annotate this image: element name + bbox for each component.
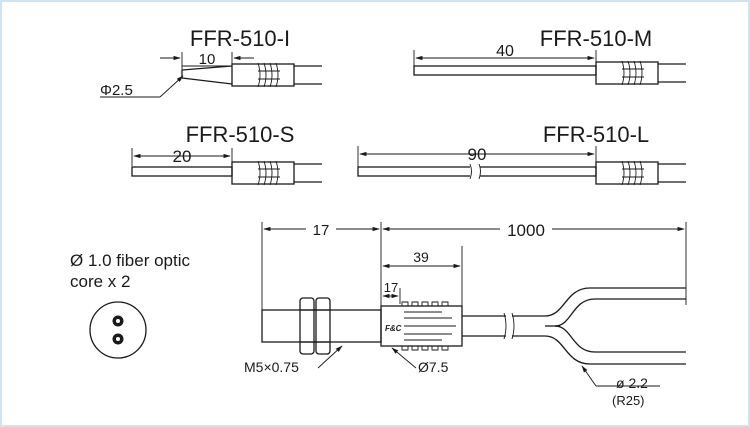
cross-section-line2: core x 2: [70, 272, 130, 291]
head-length-label: 17: [313, 222, 330, 239]
model-i-tip-top: [181, 65, 233, 71]
model-l-break-gap: [470, 164, 480, 179]
bend-radius-label: (R25): [612, 393, 645, 408]
cable-break-mark: [503, 312, 515, 340]
branch-upper-bottom: [554, 298, 686, 327]
thread-leader: [317, 345, 343, 369]
model-l-title: FFR-510-L: [543, 122, 649, 147]
main-drawing: 17 1000 39 17 F&C: [244, 221, 687, 408]
threaded-head: [261, 309, 382, 343]
fiber-core-top-highlight: [116, 319, 120, 323]
model-m-length-label: 40: [496, 43, 514, 60]
model-i-title: FFR-510-I: [190, 26, 290, 51]
model-s-title: FFR-510-S: [186, 122, 295, 147]
model-i-tip-diameter: Φ2.5: [100, 82, 133, 99]
model-i-tip-bottom: [181, 77, 233, 85]
sleeve-diameter-leader: [391, 347, 417, 369]
model-m-body: [595, 61, 659, 85]
model-l-knurl: [621, 160, 644, 186]
cross-section-line1: Ø 1.0 fiber optic: [70, 251, 191, 270]
hex-nuts: [299, 297, 331, 355]
model-i-length-label: 10: [199, 51, 216, 68]
cable-cross-section: [89, 301, 147, 359]
head-length-bg: [306, 221, 336, 237]
model-i-leader: [159, 75, 184, 98]
branch-lower-bottom: [544, 335, 686, 365]
model-i-knurl: [257, 62, 280, 88]
model-l-body: [595, 161, 659, 185]
sleeve-ribs: [401, 301, 456, 351]
fiber-length-label: 1000: [507, 221, 545, 240]
model-l-drawing: FFR-510-L 90: [357, 122, 686, 186]
cross-section: Ø 1.0 fiber optic core x 2: [70, 251, 191, 359]
sleeve-inner-length-label: 17: [384, 280, 398, 295]
cable-diameter-label: ø 2.2: [616, 375, 648, 391]
model-m-drawing: FFR-510-M 40: [413, 26, 686, 86]
thread-label: M5×0.75: [244, 359, 299, 375]
fiber-core-bottom-highlight: [116, 337, 120, 341]
brand-logo: F&C: [385, 324, 402, 333]
model-m-title: FFR-510-M: [540, 26, 652, 51]
model-l-length-label: 90: [468, 145, 487, 164]
sleeve-length-label: 39: [413, 249, 429, 265]
fiber-length-bg: [500, 221, 552, 237]
model-s-knurl: [257, 160, 280, 186]
model-i-drawing: FFR-510-I 10 Φ2.5: [100, 26, 322, 99]
model-m-knurl: [621, 60, 644, 86]
model-s-body: [231, 161, 295, 185]
model-s-tube: [131, 166, 233, 177]
model-m-tube: [413, 65, 597, 76]
model-i-body: [231, 63, 295, 87]
model-l-break-mark: [469, 163, 481, 180]
sleeve-body: [380, 305, 463, 347]
model-s-length-label: 20: [173, 147, 192, 166]
sleeve-diameter-label: Ø7.5: [418, 359, 449, 375]
branch-upper-top: [544, 287, 686, 317]
cable-diameter-leader: [581, 365, 597, 387]
branch-lower-top: [554, 325, 686, 353]
model-s-drawing: FFR-510-S 20: [131, 122, 322, 186]
